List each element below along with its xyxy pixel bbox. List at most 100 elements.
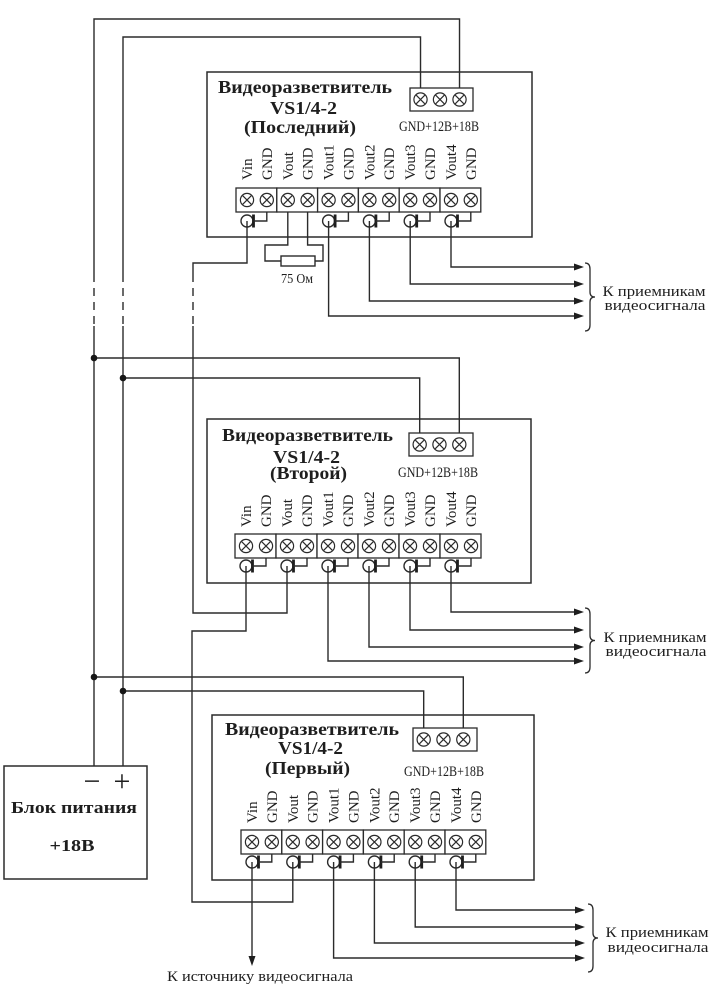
terminal-label: Vout3: [403, 491, 419, 527]
plus-terminal-icon: +: [114, 765, 131, 798]
shield-ground-lead: [334, 558, 349, 567]
power-terminal-block: [412, 727, 478, 752]
splitter-position-label: (Второй): [270, 463, 347, 484]
screw-terminal-18v: [452, 437, 467, 452]
arrowhead-right-icon: [574, 657, 584, 665]
wire-video-output: [332, 862, 576, 959]
screw-cross-icon: [323, 541, 333, 551]
screw-terminal-12v: [432, 92, 448, 107]
wire-video-output: [409, 221, 575, 285]
terminal-label: GND: [382, 147, 398, 180]
wire-video-output: [368, 221, 575, 302]
splitter-title: Видеоразветвитель: [218, 77, 393, 97]
screw-cross-icon: [384, 541, 394, 551]
screw-cross-icon: [364, 195, 375, 205]
wire-termination-a: [264, 212, 289, 262]
video-source-label: К источнику видеосигнала: [167, 969, 353, 985]
wire-video-output: [327, 566, 575, 662]
brace-receivers: [587, 903, 599, 973]
terminal-label: GND: [423, 147, 439, 180]
screw-terminal-signal: [280, 192, 295, 208]
power-supply-housing: [3, 765, 148, 880]
screw-cross-icon: [454, 94, 465, 105]
receivers-label-line1: К приемникам: [604, 630, 708, 646]
receivers-label-line2: видеосигнала: [608, 940, 709, 956]
shield-ground-lead: [252, 558, 267, 567]
wire-video-last-input: [192, 221, 248, 274]
wire-video-first-to-second: [191, 566, 294, 903]
arrowhead-right-icon: [574, 608, 584, 616]
screw-terminal-gnd: [412, 437, 427, 452]
shield-ground-lead: [375, 558, 390, 567]
wire-plus18v-to-last: [93, 18, 461, 274]
receivers-label-line2: видеосигнала: [605, 298, 706, 314]
terminal-label: GND: [300, 494, 316, 527]
terminal-label: Vout3: [403, 144, 419, 180]
power-terminals-label: GND+12В+18В: [404, 764, 484, 780]
terminal-label: GND: [346, 790, 362, 823]
coax-connector-icon: [326, 854, 355, 869]
terminal-label: GND: [306, 790, 322, 823]
coax-connector-icon: [321, 558, 349, 573]
power-supply-title: Блок питания: [11, 798, 137, 817]
screw-terminal-signal: [320, 538, 336, 554]
arrowhead-right-icon: [575, 923, 585, 931]
terminal-label: GND: [259, 494, 275, 527]
coax-connector-icon: [286, 854, 314, 869]
power-terminal-block: [409, 87, 474, 112]
shield-ground-lead: [293, 558, 308, 567]
coax-connector-icon: [362, 212, 390, 228]
splitter-housing: [211, 714, 535, 881]
splitter-title: Видеоразветвитель: [225, 719, 400, 739]
screw-terminal-signal: [362, 192, 377, 208]
screw-terminal-signal: [408, 834, 423, 850]
screw-cross-icon: [446, 195, 456, 205]
wire-plus18v-to-first: [94, 676, 465, 728]
screw-terminal-12v: [432, 437, 447, 452]
wire-video-output: [327, 221, 575, 317]
screw-terminal-signal: [244, 834, 260, 850]
minus-terminal-icon: −: [84, 765, 101, 798]
termination-resistor-icon: [280, 255, 316, 267]
screw-terminal-signal: [321, 192, 336, 208]
coax-connector-icon: [449, 854, 477, 869]
screw-cross-icon: [242, 195, 252, 205]
screw-cross-icon: [405, 195, 415, 205]
screw-cross-icon: [389, 837, 399, 847]
screw-cross-icon: [454, 439, 465, 450]
screw-terminal-12v: [436, 732, 451, 747]
brace-receivers: [584, 607, 596, 674]
screw-terminal-signal: [402, 538, 418, 554]
screw-terminal-gnd: [422, 192, 438, 208]
screw-cross-icon: [348, 837, 359, 847]
splitter-title: Видеоразветвитель: [222, 425, 394, 445]
screw-cross-icon: [241, 541, 251, 551]
screw-cross-icon: [414, 439, 425, 450]
coax-connector-icon: [403, 558, 431, 573]
terminal-label: Vout: [281, 151, 297, 180]
terminal-label: GND: [341, 147, 357, 180]
arrowhead-right-icon: [575, 954, 585, 962]
screw-terminal-gnd: [259, 192, 274, 208]
shield-ground-lead: [457, 558, 472, 567]
screw-cross-icon: [288, 837, 298, 847]
screw-terminal-gnd: [381, 538, 397, 554]
screw-cross-icon: [343, 541, 353, 551]
screw-terminal-18v: [456, 732, 471, 747]
screw-terminal-signal: [443, 538, 459, 554]
screw-cross-icon: [282, 541, 292, 551]
terminal-label: Vin: [239, 505, 255, 527]
screw-terminal-signal: [361, 538, 377, 554]
coax-connector-icon: [403, 212, 431, 228]
coax-connector-icon: [245, 854, 273, 869]
screw-cross-icon: [262, 195, 272, 205]
screw-cross-icon: [425, 195, 435, 205]
arrowhead-right-icon: [574, 626, 584, 634]
screw-cross-icon: [247, 837, 257, 847]
arrowhead-right-icon: [575, 906, 585, 914]
coax-connector-icon: [280, 558, 308, 573]
coax-connector-icon: [444, 558, 472, 573]
wire-video-output: [368, 566, 575, 648]
shield-ground-lead: [299, 854, 314, 863]
screw-cross-icon: [438, 734, 449, 745]
